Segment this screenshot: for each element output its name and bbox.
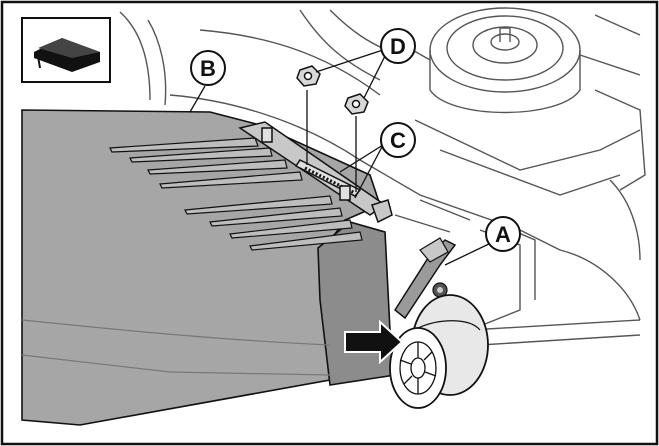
callout-b-label: B: [200, 56, 216, 81]
clip-part-icon: [21, 17, 111, 83]
callout-d: D: [380, 28, 416, 64]
callout-b: B: [190, 50, 226, 86]
callout-d-label: D: [390, 34, 406, 59]
bag-comb-teeth: [109, 137, 363, 251]
callout-a: A: [485, 216, 521, 252]
mounting-rail: [238, 121, 393, 224]
callout-c-label: C: [390, 128, 406, 153]
rear-wheel: [389, 294, 489, 409]
nuts: [296, 65, 369, 115]
callout-c: C: [380, 122, 416, 158]
mower-deck: [119, 7, 646, 346]
removal-arrow-icon: [344, 319, 404, 365]
callout-a-label: A: [495, 222, 511, 247]
leader-lines: [189, 49, 494, 266]
grass-bag: [21, 109, 396, 426]
